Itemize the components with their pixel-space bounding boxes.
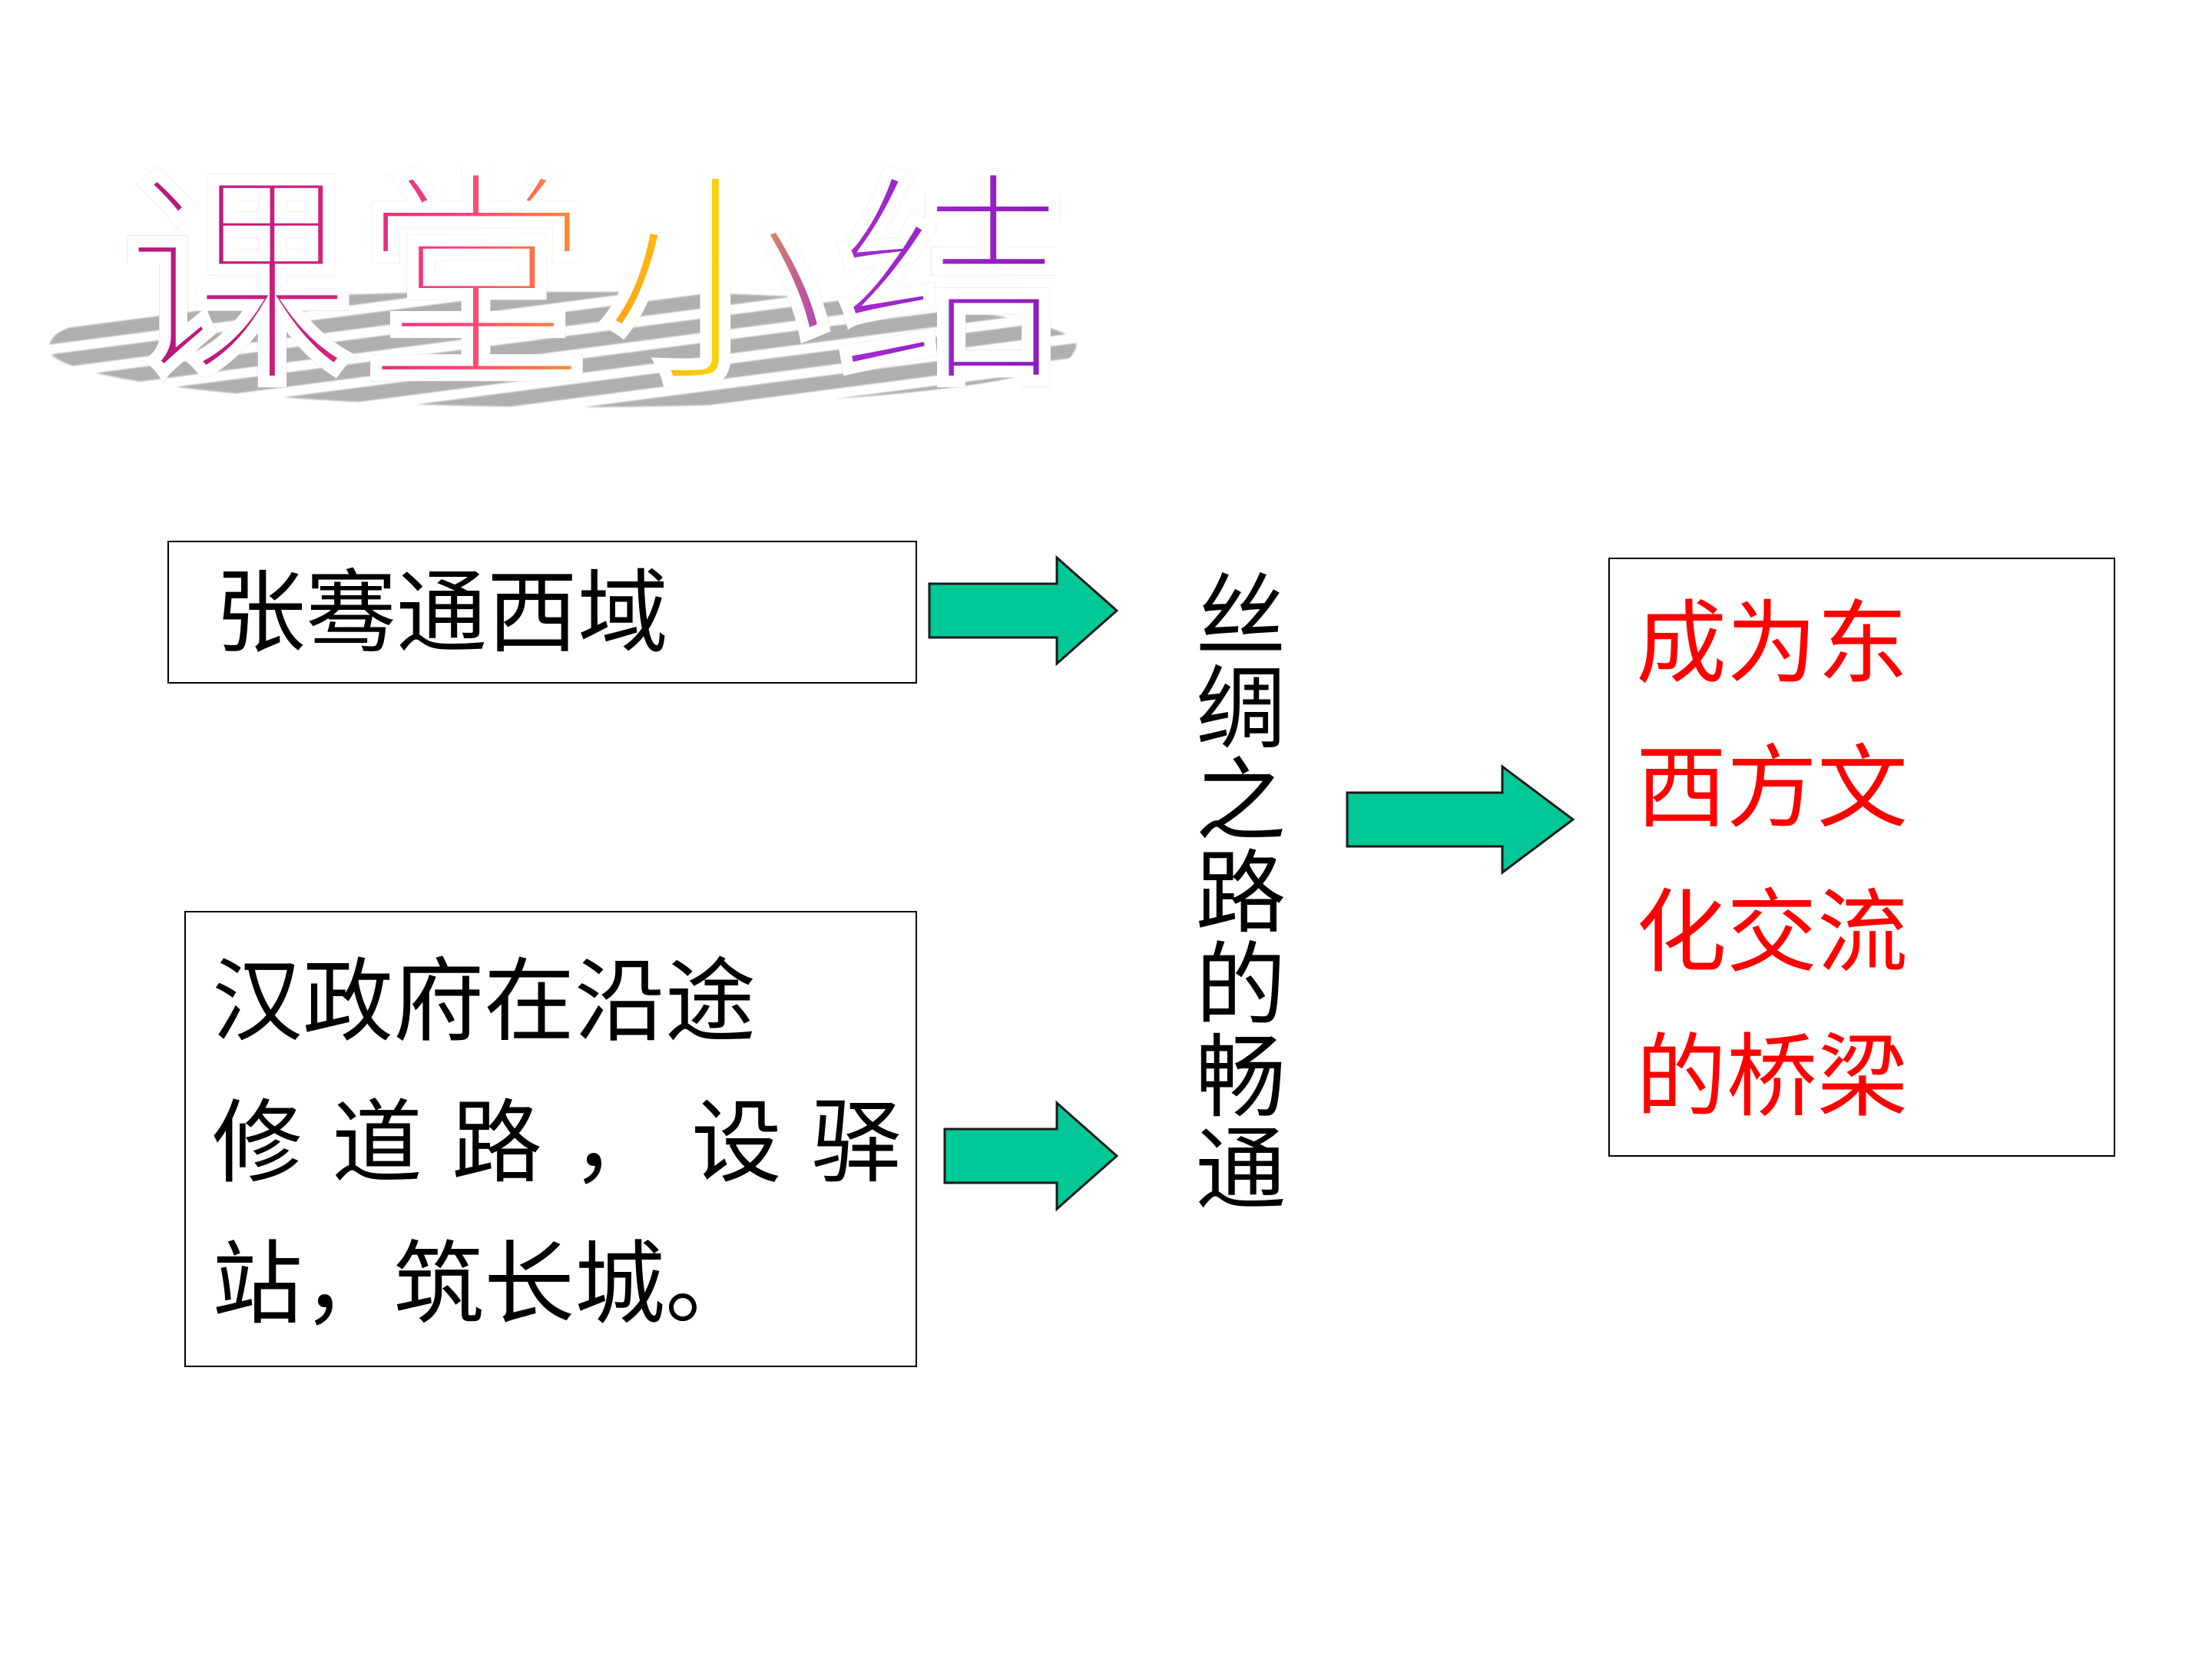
result-text-line: 的桥梁 [1636, 1024, 1909, 1130]
result-text-line: 西方文 [1636, 735, 1909, 841]
result-box: 成为东 西方文 化交流 的桥梁 [1608, 558, 2115, 1157]
arrow-right-icon [943, 1100, 1119, 1212]
page-title: 课堂小结 [121, 150, 1075, 418]
title-wordart: 课堂小结 [12, 150, 1109, 418]
silk-road-vertical-text: 丝绸之路的畅通 [1180, 568, 1286, 1214]
arrow-right-icon [928, 555, 1119, 667]
cause-text-zhangqian: 张骞通西域 [215, 560, 669, 666]
result-text-line: 成为东 [1636, 591, 1909, 697]
arrow-right-icon [1346, 764, 1575, 875]
cause-text-line: 修道路，设驿 [212, 1090, 932, 1196]
cause-text-line: 汉政府在沿途 [212, 949, 757, 1055]
cause-text-line: 站，筑长城。 [212, 1231, 757, 1337]
cause-box-zhangqian: 张骞通西域 [167, 541, 917, 684]
cause-box-government: 汉政府在沿途 修道路，设驿 站，筑长城。 [184, 911, 917, 1367]
result-text-line: 化交流 [1636, 879, 1909, 985]
